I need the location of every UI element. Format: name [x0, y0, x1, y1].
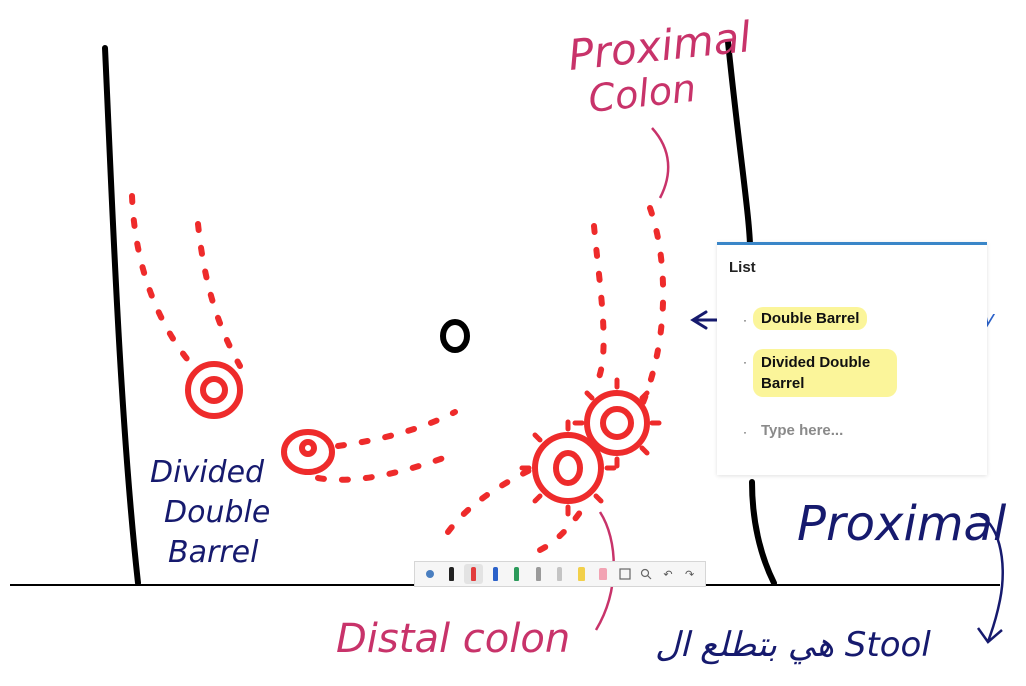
proximal-label: Proximal [797, 496, 1007, 552]
pen-silver-icon[interactable] [551, 564, 570, 584]
distal-colon-label: Distal colon [336, 616, 570, 662]
image-icon[interactable] [615, 564, 634, 584]
pen-blue-icon[interactable] [486, 564, 505, 584]
divided-label-line1: Divided [150, 455, 265, 490]
eraser-icon[interactable] [594, 564, 613, 584]
body-outline-right-lower [749, 479, 777, 586]
pen-toolbar: ↶ ↷ [414, 561, 706, 587]
list-panel: List · Double Barrel · Divided Double Ba… [717, 242, 987, 475]
proximal-colon-pointer [651, 127, 670, 199]
list-new-item-input[interactable]: Type here... [761, 422, 844, 439]
stoma-right-upper [584, 390, 650, 456]
pen-gray-icon[interactable] [529, 564, 548, 584]
list-item-divided-double-barrel[interactable]: Divided Double Barrel [753, 349, 897, 397]
divided-label-line3: Barrel [168, 535, 259, 570]
proximal-bracket [975, 512, 1004, 643]
umbilicus-mark [440, 319, 470, 353]
pen-green-icon[interactable] [507, 564, 526, 584]
list-title: List [729, 259, 756, 276]
search-icon[interactable] [637, 564, 656, 584]
body-outline-left [102, 45, 141, 586]
undo-icon[interactable]: ↶ [663, 567, 673, 581]
stool-arabic-label: هي بتطلع ال Stool [655, 625, 931, 665]
stoma-left-lower [281, 429, 335, 475]
stoma-spikes [519, 377, 662, 517]
lasso-select-icon[interactable] [421, 564, 440, 584]
bracket-arrowhead [976, 627, 1003, 644]
divided-label-line2: Double [164, 495, 270, 530]
pen-black-icon[interactable] [443, 564, 462, 584]
colon-dashed-lines [129, 193, 667, 553]
list-bullet: · [743, 355, 747, 369]
pen-red-icon[interactable] [464, 564, 483, 584]
stoma-left-upper [185, 361, 243, 419]
stoma-right-lower [532, 432, 604, 504]
redo-icon[interactable]: ↷ [685, 567, 695, 581]
list-item-double-barrel[interactable]: Double Barrel [753, 307, 868, 330]
body-outline-right [725, 39, 754, 263]
highlighter-icon[interactable] [572, 564, 591, 584]
list-bullet: · [743, 313, 747, 327]
list-bullet: · [743, 425, 747, 439]
